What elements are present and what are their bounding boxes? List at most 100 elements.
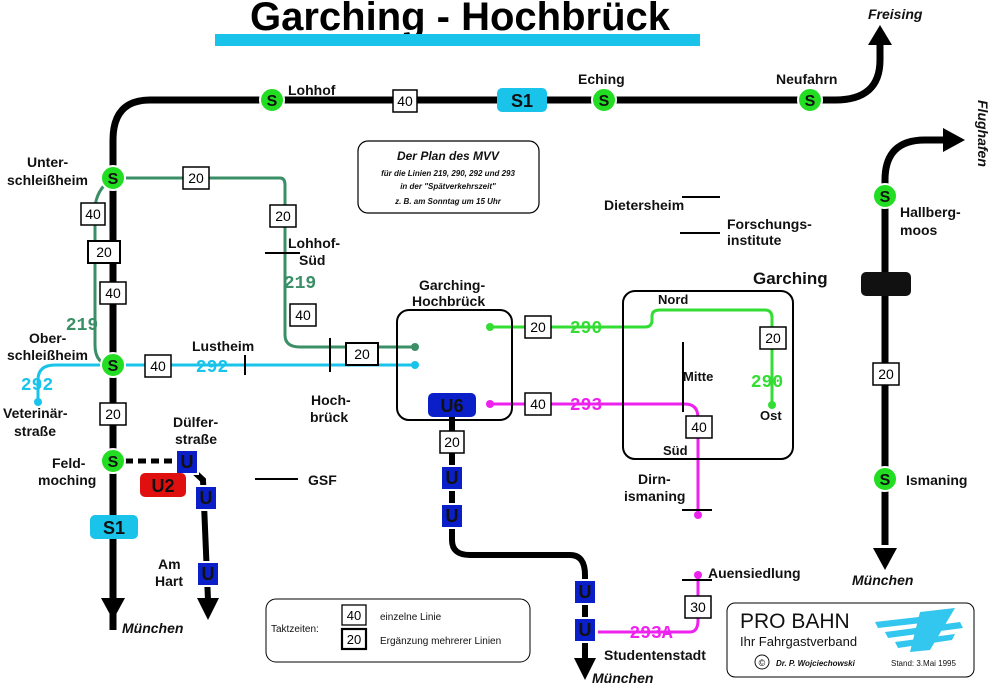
label-unterschleissheim-1: Unter- <box>27 154 69 170</box>
label-hochbrueck-1: Hoch- <box>311 392 351 408</box>
interval-box-unter-20: 20 <box>182 166 210 190</box>
arrow-to-flughafen-icon <box>943 128 965 152</box>
label-flughafen: Flughafen <box>975 100 991 167</box>
s1-badge-top: S1 <box>497 88 547 112</box>
label-dirnismaning-2: ismaning <box>624 488 685 504</box>
label-garching-hochbrueck-1: Garching- <box>419 277 485 293</box>
svg-text:20: 20 <box>275 208 291 224</box>
u6-rail-line <box>449 415 588 660</box>
label-oberschleissheim-2: schleißheim <box>7 347 88 363</box>
arrow-to-freising-icon <box>868 25 892 45</box>
s-station-unterschleissheim: S <box>100 165 126 191</box>
legend-box-20: 20 <box>347 632 361 647</box>
label-unterschleissheim-2: schleißheim <box>7 172 88 188</box>
svg-text:S: S <box>267 93 278 110</box>
ost-stop <box>768 401 776 409</box>
interval-box-hochbrueck-20: 20 <box>345 342 379 366</box>
bus-293a-route <box>598 575 700 634</box>
legend-desc-1: einzelne Linie <box>380 612 442 623</box>
label-ost: Ost <box>760 408 782 423</box>
interval-box-sued-40: 40 <box>685 415 713 439</box>
s1-rail-line <box>109 40 884 630</box>
label-lustheim: Lustheim <box>192 338 254 354</box>
interval-box-garching-40: 40 <box>524 392 552 416</box>
svg-text:40: 40 <box>85 206 101 222</box>
pro-bahn-emblem-icon <box>875 608 963 652</box>
legend-desc-2: Ergänzung mehrerer Linien <box>380 636 501 647</box>
svg-text:20: 20 <box>444 434 460 450</box>
svg-text:U: U <box>446 468 459 488</box>
u-station-am-hart: U <box>196 561 220 587</box>
label-am-hart-2: Hart <box>155 573 183 589</box>
svg-text:U: U <box>181 452 194 472</box>
veterinaerstrasse-stop <box>34 398 42 406</box>
arrow-u6-south-icon <box>574 658 596 680</box>
label-duelferstrasse-1: Dülfer- <box>173 414 218 430</box>
u-station-u6-2: U <box>440 503 464 529</box>
svg-text:40: 40 <box>397 93 413 109</box>
svg-text:S: S <box>108 358 119 375</box>
svg-text:S1: S1 <box>511 91 533 111</box>
label-garching-hochbrueck-2: Hochbrück <box>412 293 485 309</box>
u-station-u2-2: U <box>194 485 218 511</box>
route-293a: 293A <box>629 624 672 644</box>
svg-text:S: S <box>805 93 816 110</box>
s8-badge: S8 <box>861 272 911 296</box>
label-hochbrueck-2: brück <box>310 409 348 425</box>
label-oberschleissheim-1: Ober- <box>29 330 67 346</box>
interval-box-u6-20: 20 <box>439 430 465 454</box>
u-station-u6-3: U <box>573 579 597 605</box>
logo-date: Stand: 3.Mai 1995 <box>891 659 956 668</box>
label-veterinaerstrasse-1: Veterinär- <box>3 405 68 421</box>
info-line-2: in der "Spätverkehrszeit" <box>400 182 496 191</box>
label-studentenstadt: Studentenstadt <box>604 647 706 663</box>
svg-text:40: 40 <box>150 358 166 374</box>
svg-text:30: 30 <box>690 599 706 615</box>
svg-text:U6: U6 <box>440 396 463 416</box>
s-station-ismaning: S <box>872 466 898 492</box>
label-garching: Garching <box>753 269 828 288</box>
svg-text:20: 20 <box>765 330 781 346</box>
interval-box-garching-20: 20 <box>524 315 552 339</box>
info-line-1: für die Linien 219, 290, 292 und 293 <box>381 169 515 178</box>
legend-label: Taktzeiten: <box>271 624 319 635</box>
interval-box-lohhof-40: 40 <box>392 89 418 113</box>
interval-box-unter-20b: 20 <box>87 240 121 264</box>
svg-text:40: 40 <box>105 285 121 301</box>
label-muenchen-east: München <box>852 572 913 588</box>
auensiedlung-stop <box>694 571 702 579</box>
s1-badge-bottom: S1 <box>90 515 138 539</box>
interval-box-lustheim-40: 40 <box>144 354 172 378</box>
info-line-3: z. B. am Sonntag um 15 Uhr <box>394 197 502 206</box>
svg-text:S: S <box>880 189 891 206</box>
interval-box-ober-20: 20 <box>99 402 127 426</box>
garching-hochbrueck-area <box>396 309 513 421</box>
svg-text:40: 40 <box>295 307 311 323</box>
svg-text:U: U <box>202 564 215 584</box>
stop-ticks <box>244 196 720 581</box>
route-290-west: 290 <box>570 319 602 339</box>
label-forschungsinstitute-2: institute <box>727 232 782 248</box>
u2-badge: U2 <box>140 473 186 497</box>
route-293: 293 <box>570 396 602 416</box>
label-auensiedlung: Auensiedlung <box>708 565 801 581</box>
legend-box-40: 40 <box>347 608 361 623</box>
svg-text:20: 20 <box>530 319 546 335</box>
label-duelferstrasse-2: straße <box>175 431 217 447</box>
s-station-eching: S <box>591 87 617 113</box>
label-veterinaerstrasse-2: straße <box>14 423 56 439</box>
bus-290-route <box>490 308 774 405</box>
bus-292-terminus <box>411 361 419 369</box>
info-box: Der Plan des MVV für die Linien 219, 290… <box>357 140 540 214</box>
bus-219-terminus <box>411 343 419 351</box>
route-292-lustheim: 292 <box>196 358 228 378</box>
svg-text:S: S <box>880 472 891 489</box>
svg-text:S8: S8 <box>875 275 897 295</box>
arrow-to-muenchen-west-icon <box>101 598 125 620</box>
interval-box-lohhof-sued-20: 20 <box>269 204 297 228</box>
interval-box-unter-40b: 40 <box>99 281 127 305</box>
bus-290-start <box>486 323 494 331</box>
route-290-east: 290 <box>751 373 783 393</box>
title-underline <box>215 34 700 46</box>
svg-text:U: U <box>200 488 213 508</box>
